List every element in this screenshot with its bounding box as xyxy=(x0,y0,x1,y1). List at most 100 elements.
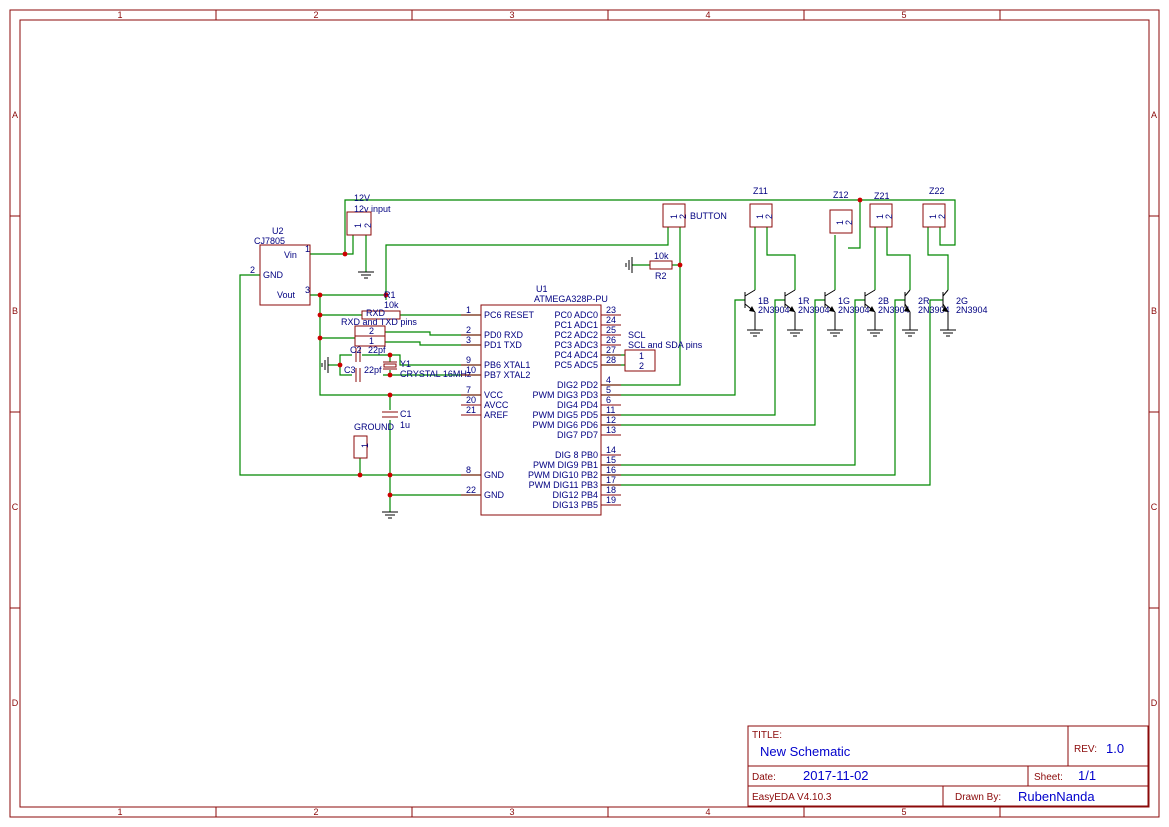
ground-symbol xyxy=(625,257,633,273)
mcu-pin-number: 17 xyxy=(606,475,616,485)
mcu-pin-number: 5 xyxy=(606,385,611,395)
col-label-bottom: 1 xyxy=(117,807,122,817)
mcu-pin-name: DIG4 PD4 xyxy=(557,400,598,410)
mcu-pin-name: PB6 XTAL1 xyxy=(484,360,530,370)
sheet-value: 1/1 xyxy=(1078,768,1096,783)
r1-ref: R1 xyxy=(384,290,396,300)
mcu-pin-name: GND xyxy=(484,470,505,480)
connector-ground: GROUND 1 xyxy=(353,422,394,459)
u2-pin-num: 1 xyxy=(305,244,310,254)
ground-symbol xyxy=(358,271,374,279)
r2-val: 10k xyxy=(654,251,669,261)
mcu-pin-number: 1 xyxy=(466,305,471,315)
col-label-top: 4 xyxy=(705,10,710,20)
col-label-top: 3 xyxy=(509,10,514,20)
mcu-pin-name: PWM DIG6 PD6 xyxy=(532,420,598,430)
j12v-ref: 12V xyxy=(354,193,370,203)
rxd-pin: 1 xyxy=(369,336,374,346)
mcu-pin-name: PWM DIG11 PB3 xyxy=(529,480,598,490)
button-pin: 2 xyxy=(678,214,688,219)
mcu-pin-number: 22 xyxy=(466,485,476,495)
z-pin: 2 xyxy=(844,220,854,225)
mcu-pin-name: DIG2 PD2 xyxy=(557,380,598,390)
capacitor-c2: C2 22pf xyxy=(350,345,386,362)
mcu-u1: U1 ATMEGA328P-PU xyxy=(480,284,608,516)
resistor-r1: R1 10k xyxy=(361,290,401,320)
transistor-ref: 1R xyxy=(798,296,810,306)
col-label-bottom: 3 xyxy=(509,807,514,817)
mcu-pin-name: PC1 ADC1 xyxy=(554,320,598,330)
u1-ref: U1 xyxy=(536,284,548,294)
rev-label: REV: xyxy=(1074,744,1097,755)
c2-val: 22pf xyxy=(368,345,386,355)
z-pin: 2 xyxy=(884,214,894,219)
date-label: Date: xyxy=(752,772,776,783)
capacitor-c1: C1 1u xyxy=(382,409,412,430)
frame-row-labels: A B C D A B C D xyxy=(12,110,1158,708)
z-ref: Z11 xyxy=(753,186,768,196)
drawn-value: RubenNanda xyxy=(1018,789,1095,804)
mcu-pin-name: AVCC xyxy=(484,400,509,410)
mcu-pin-number: 16 xyxy=(606,465,616,475)
j12v-pin: 1 xyxy=(353,223,363,228)
connector-z22: Z22 1 2 xyxy=(922,186,947,228)
y1-ref: Y1 xyxy=(400,359,411,369)
mcu-pin-name: DIG13 PB5 xyxy=(552,500,598,510)
mcu-pin-number: 6 xyxy=(606,395,611,405)
mcu-pin-name: VCC xyxy=(484,390,504,400)
scl-ref: SCL xyxy=(628,330,646,340)
connector-z11: Z11 1 2 xyxy=(749,186,774,228)
transistor-part: 2N3904 xyxy=(838,305,870,315)
mcu-pin-name: DIG12 PB4 xyxy=(552,490,598,500)
button-label: BUTTON xyxy=(690,211,727,221)
drawn-label: Drawn By: xyxy=(955,792,1001,803)
capacitor-c3: C3 22pf xyxy=(344,365,382,382)
tool-name: EasyEDA V4.10.3 xyxy=(752,792,832,803)
mcu-pin-number: 20 xyxy=(466,395,476,405)
col-label-top: 5 xyxy=(901,10,906,20)
mcu-pin-name: PWM DIG3 PD3 xyxy=(532,390,598,400)
c3-ref: C3 xyxy=(344,365,356,375)
c3-val: 22pf xyxy=(364,365,382,375)
row-label-right: B xyxy=(1151,306,1157,316)
j12v-desc: 12v input xyxy=(354,204,391,214)
col-label-bottom: 4 xyxy=(705,807,710,817)
frame-column-labels: 1 2 3 4 5 1 2 3 4 5 xyxy=(117,10,906,817)
mcu-pin-number: 3 xyxy=(466,335,471,345)
mcu-pin-name: PWM DIG10 PB2 xyxy=(528,470,598,480)
scl-desc: SCL and SDA pins xyxy=(628,340,703,350)
ground-symbol xyxy=(321,357,329,373)
rxd-pin: 2 xyxy=(369,326,374,336)
transistor-part: 2N3904 xyxy=(918,305,950,315)
mcu-pin-number: 4 xyxy=(606,375,611,385)
rev-value: 1.0 xyxy=(1106,741,1124,756)
ground-pin: 1 xyxy=(360,443,370,448)
z-pin: 1 xyxy=(835,220,845,225)
rxd-desc: RXD and TXD pins xyxy=(341,317,417,327)
col-label-bottom: 2 xyxy=(313,807,318,817)
z-ref: Z22 xyxy=(929,186,945,196)
transistors: 1B2N39041R2N39041G2N39042B2N39042R2N3904… xyxy=(744,289,988,337)
connector-z21: Z21 1 2 xyxy=(869,191,894,228)
mcu-pin-number: 8 xyxy=(466,465,471,475)
title-label: TITLE: xyxy=(752,730,782,741)
u2-ref: U2 xyxy=(272,226,284,236)
row-label-left: A xyxy=(12,110,18,120)
j12v-pin: 2 xyxy=(363,223,373,228)
resistor-r2: 10k R2 xyxy=(649,251,673,281)
u2-pin-name: Vout xyxy=(277,290,296,300)
row-label-left: D xyxy=(12,698,19,708)
row-label-right: D xyxy=(1151,698,1158,708)
u2-pin-num: 3 xyxy=(305,285,310,295)
r2-ref: R2 xyxy=(655,271,667,281)
row-label-right: C xyxy=(1151,502,1158,512)
mcu-pin-number: 23 xyxy=(606,305,616,315)
crystal-y1: Y1 CRYSTAL 16MHz xyxy=(383,359,472,379)
mcu-pin-name: PC3 ADC3 xyxy=(554,340,598,350)
scl-pin: 1 xyxy=(639,351,644,361)
